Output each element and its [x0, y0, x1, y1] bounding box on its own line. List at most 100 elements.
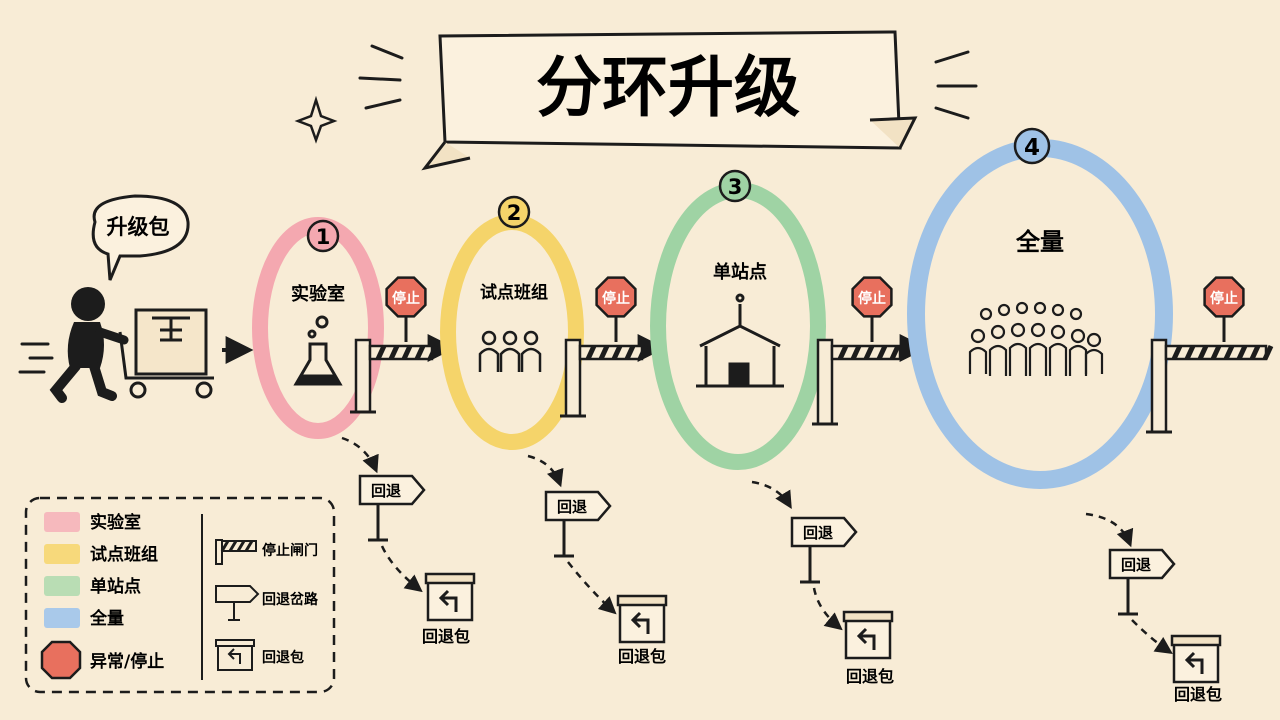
gate-stripe	[1249, 344, 1261, 361]
stop-gates: 停止 停止 停止 停止	[350, 276, 1274, 434]
legend-ring-label: 单站点	[90, 576, 141, 597]
gate-stripe	[598, 344, 610, 361]
rollback-box-icon	[1170, 634, 1222, 684]
gate-stripe	[1210, 344, 1222, 361]
dashed-arrow	[380, 545, 423, 593]
ring-full-rollout: 4 全量	[907, 127, 1173, 489]
gate-stripe	[624, 344, 636, 361]
gate-1: 停止	[350, 276, 439, 414]
gate-stripe	[1184, 344, 1196, 361]
ring-label: 实验室	[291, 283, 345, 305]
gate-2: 停止	[560, 276, 649, 418]
legend-package: 回退包	[215, 639, 304, 671]
legend-swatch	[44, 608, 80, 628]
legend-anomaly: 异常/停止	[40, 640, 164, 680]
gate-3: 停止	[812, 276, 902, 426]
rollback-sign-label: 回退	[803, 524, 833, 542]
gate-stripe	[1236, 344, 1248, 361]
rollback-box-icon	[424, 572, 476, 622]
legend-ring-item: 全量	[44, 608, 124, 629]
legend-ring-item: 试点班组	[44, 544, 158, 565]
upgrade-package-label: 升级包	[107, 215, 170, 239]
legend-swatch	[44, 512, 80, 532]
rollback-sign-label: 回退	[557, 498, 587, 516]
rollback-box-icon	[215, 639, 255, 671]
gate-icon	[215, 539, 257, 565]
people-small-icon	[478, 330, 542, 372]
signpost-icon	[215, 585, 260, 621]
gate-stripe	[388, 344, 400, 361]
gate-stripe	[1223, 344, 1235, 361]
ring-single-site: 3 单站点	[650, 169, 826, 470]
stop-sign-icon	[595, 276, 637, 318]
signpost-icon	[790, 516, 858, 584]
dashed-arrow	[1085, 512, 1134, 548]
gate-stripe	[401, 344, 413, 361]
gate-stripe	[876, 344, 888, 361]
dashed-arrow	[812, 587, 843, 631]
dashed-arrow	[751, 480, 792, 510]
crowd-icon	[968, 301, 1104, 376]
ring-label: 全量	[1015, 228, 1064, 256]
page-title: 分环升级	[536, 49, 800, 126]
rollback-package-label: 回退包	[846, 667, 894, 686]
rollback-package-label: 回退包	[422, 627, 470, 646]
stop-sign-icon	[385, 276, 427, 318]
stop-sign-icon	[851, 276, 893, 318]
gate-post	[816, 338, 834, 426]
dashed-arrow	[567, 561, 617, 615]
legend-package-label: 回退包	[262, 649, 304, 666]
ring-pilot-team: 2 试点班组	[440, 195, 584, 450]
legend-swatch	[44, 544, 80, 564]
dashed-arrow	[527, 454, 564, 488]
gate-stripe	[637, 344, 649, 361]
stop-sign-label: 停止	[858, 290, 886, 307]
rollback-box-icon	[842, 610, 894, 660]
building-icon	[696, 293, 784, 388]
rollback-package-label: 回退包	[618, 647, 666, 666]
stop-sign-label: 停止	[1210, 290, 1238, 307]
signpost-icon	[358, 474, 426, 542]
upgrade-package-bubble: 升级包	[91, 194, 190, 281]
gate-4: 停止	[1146, 276, 1274, 434]
legend-gate: 停止闸门	[215, 539, 318, 565]
legend-anomaly-label: 异常/停止	[90, 651, 164, 672]
ring-number: 4	[1024, 135, 1040, 161]
stop-sign-icon	[1203, 276, 1245, 318]
ring-label: 试点班组	[480, 282, 548, 303]
title-banner: 分环升级	[421, 30, 918, 171]
legend-ring-label: 试点班组	[90, 544, 158, 565]
gate-post	[564, 338, 582, 418]
legend-fork: 回退岔路	[215, 585, 319, 621]
gate-stripe	[1262, 344, 1274, 361]
stop-sign-label: 停止	[602, 290, 630, 307]
signpost-icon	[1108, 548, 1176, 616]
rollback-sign-label: 回退	[371, 482, 401, 500]
legend-gate-label: 停止闸门	[262, 542, 318, 559]
gate-stripe	[1197, 344, 1209, 361]
signpost-icon	[544, 490, 612, 558]
gate-stripe	[427, 344, 439, 361]
stop-sign-label: 停止	[392, 290, 420, 307]
person-pushing-cart-icon	[18, 287, 214, 403]
legend-ring-label: 实验室	[90, 512, 141, 533]
gate-stripe	[611, 344, 623, 361]
sparkle-icon	[294, 95, 338, 144]
gate-stripe	[585, 344, 597, 361]
gate-stripe	[375, 344, 387, 361]
legend-fork-label: 回退岔路	[262, 591, 319, 608]
gate-post	[354, 338, 372, 414]
dashed-arrow	[341, 436, 379, 474]
gate-post	[1150, 338, 1168, 434]
ring-lab: 1 实验室	[252, 217, 384, 439]
rollback-package-label: 回退包	[1174, 685, 1222, 704]
ring-label: 单站点	[713, 261, 767, 283]
